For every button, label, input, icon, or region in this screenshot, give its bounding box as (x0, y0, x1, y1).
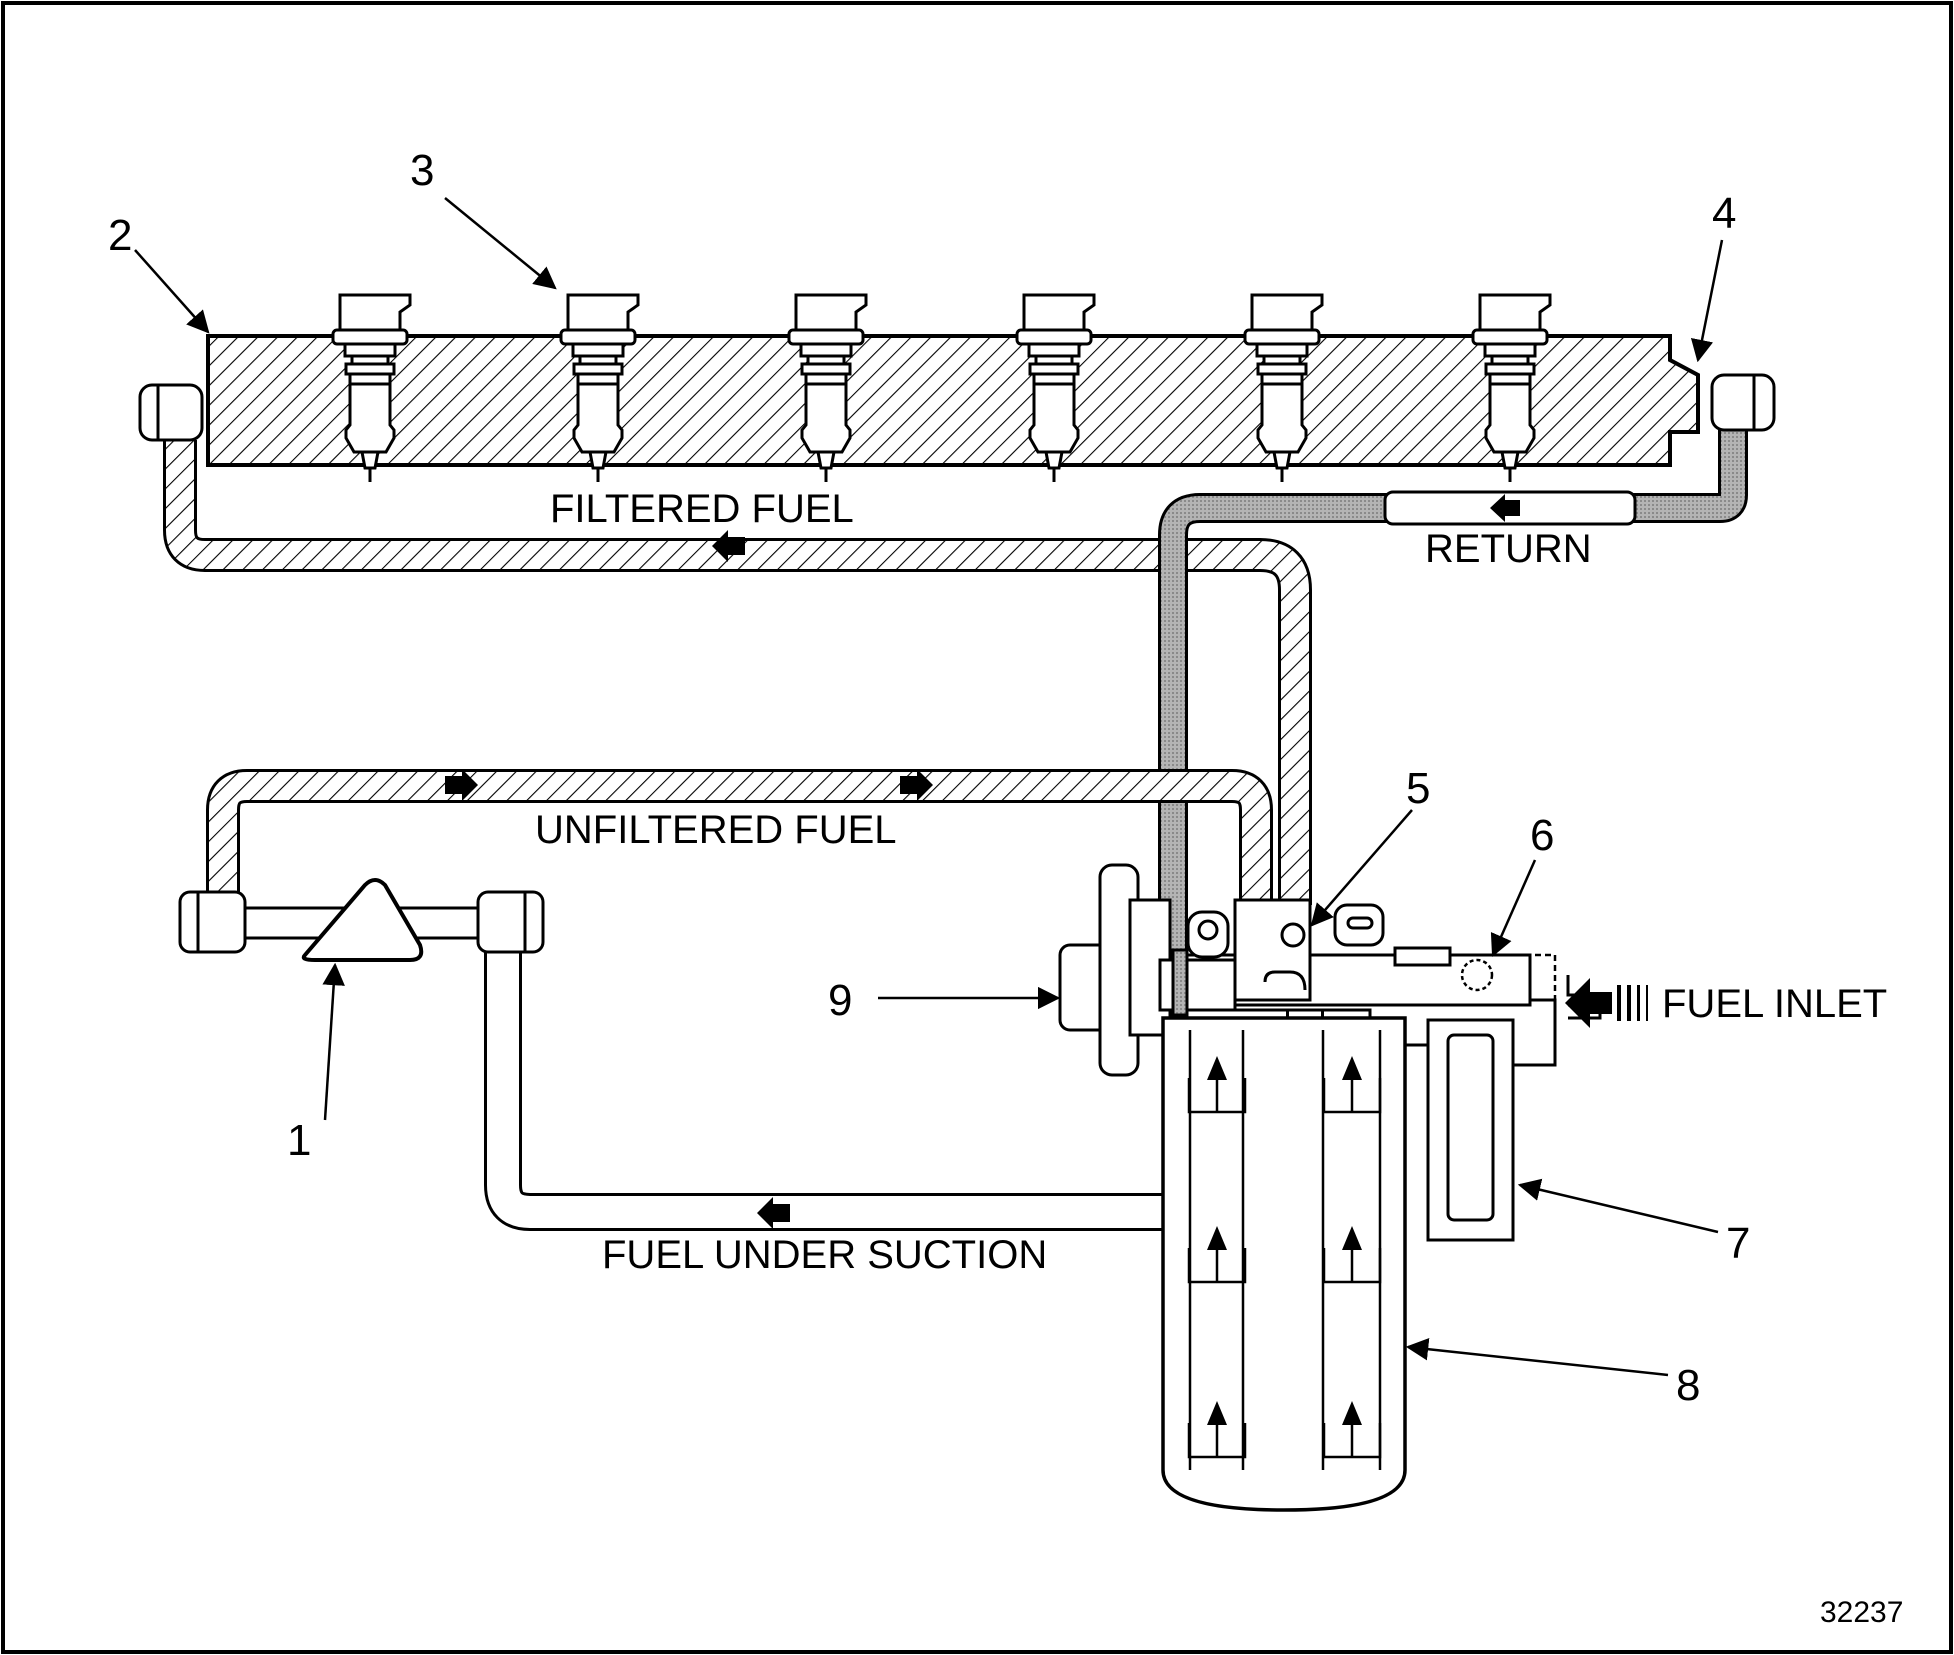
fuel-pump (178, 878, 545, 962)
callout-7: 7 (1726, 1219, 1750, 1268)
filter-up-arrow (1187, 1226, 1247, 1284)
return-flow-arrow (1490, 494, 1520, 522)
fuel-inlet-arrow (1565, 975, 1648, 1028)
filter-flow-arrows (1187, 1056, 1382, 1459)
cylinder-head (206, 334, 1700, 467)
filter-up-arrow (1187, 1401, 1247, 1459)
filter-up-arrow (1322, 1401, 1382, 1459)
callout-8: 8 (1676, 1361, 1700, 1410)
unfiltered-fuel-label: UNFILTERED FUEL (535, 808, 897, 852)
callout-2: 2 (108, 211, 132, 260)
injector (1471, 293, 1552, 482)
injector (331, 293, 412, 482)
callout-4: 4 (1712, 189, 1736, 238)
fuel-filter (1161, 948, 1407, 1512)
injector (1243, 293, 1324, 482)
check-valve (1460, 958, 1494, 992)
fuel-under-suction-label: FUEL UNDER SUCTION (602, 1233, 1047, 1277)
filter-up-arrow (1322, 1056, 1382, 1114)
callout-3: 3 (410, 146, 434, 195)
callout-9: 9 (828, 976, 852, 1025)
callout-1: 1 (287, 1116, 311, 1165)
filtered-flow-arrow (712, 530, 745, 562)
callout-5: 5 (1406, 764, 1430, 813)
filtered-fuel-label: FILTERED FUEL (550, 487, 854, 531)
unfiltered-flow-arrow-2 (900, 769, 933, 801)
injector (559, 293, 640, 482)
pump-right-fitting (476, 890, 545, 954)
pump-body (301, 878, 424, 962)
unfiltered-flow-arrow-1 (445, 769, 478, 801)
callout-leaders (134, 197, 1724, 1377)
pump-left-fitting (178, 890, 247, 954)
drain-valve-port (1280, 922, 1306, 948)
fuel-water-separator (1426, 1018, 1515, 1242)
injector (787, 293, 868, 482)
injectors (331, 293, 1552, 482)
callout-6: 6 (1530, 811, 1554, 860)
figure-number: 32237 (1820, 1596, 1903, 1629)
return-line (1158, 425, 1748, 955)
filter-up-arrow (1187, 1056, 1247, 1114)
suction-flow-arrow (757, 1197, 790, 1229)
fuel-inlet-label: FUEL INLET (1662, 982, 1887, 1026)
injector (1015, 293, 1096, 482)
unfiltered-fuel-line (206, 769, 1273, 905)
return-label: RETURN (1425, 527, 1592, 571)
filter-up-arrow (1322, 1226, 1382, 1284)
